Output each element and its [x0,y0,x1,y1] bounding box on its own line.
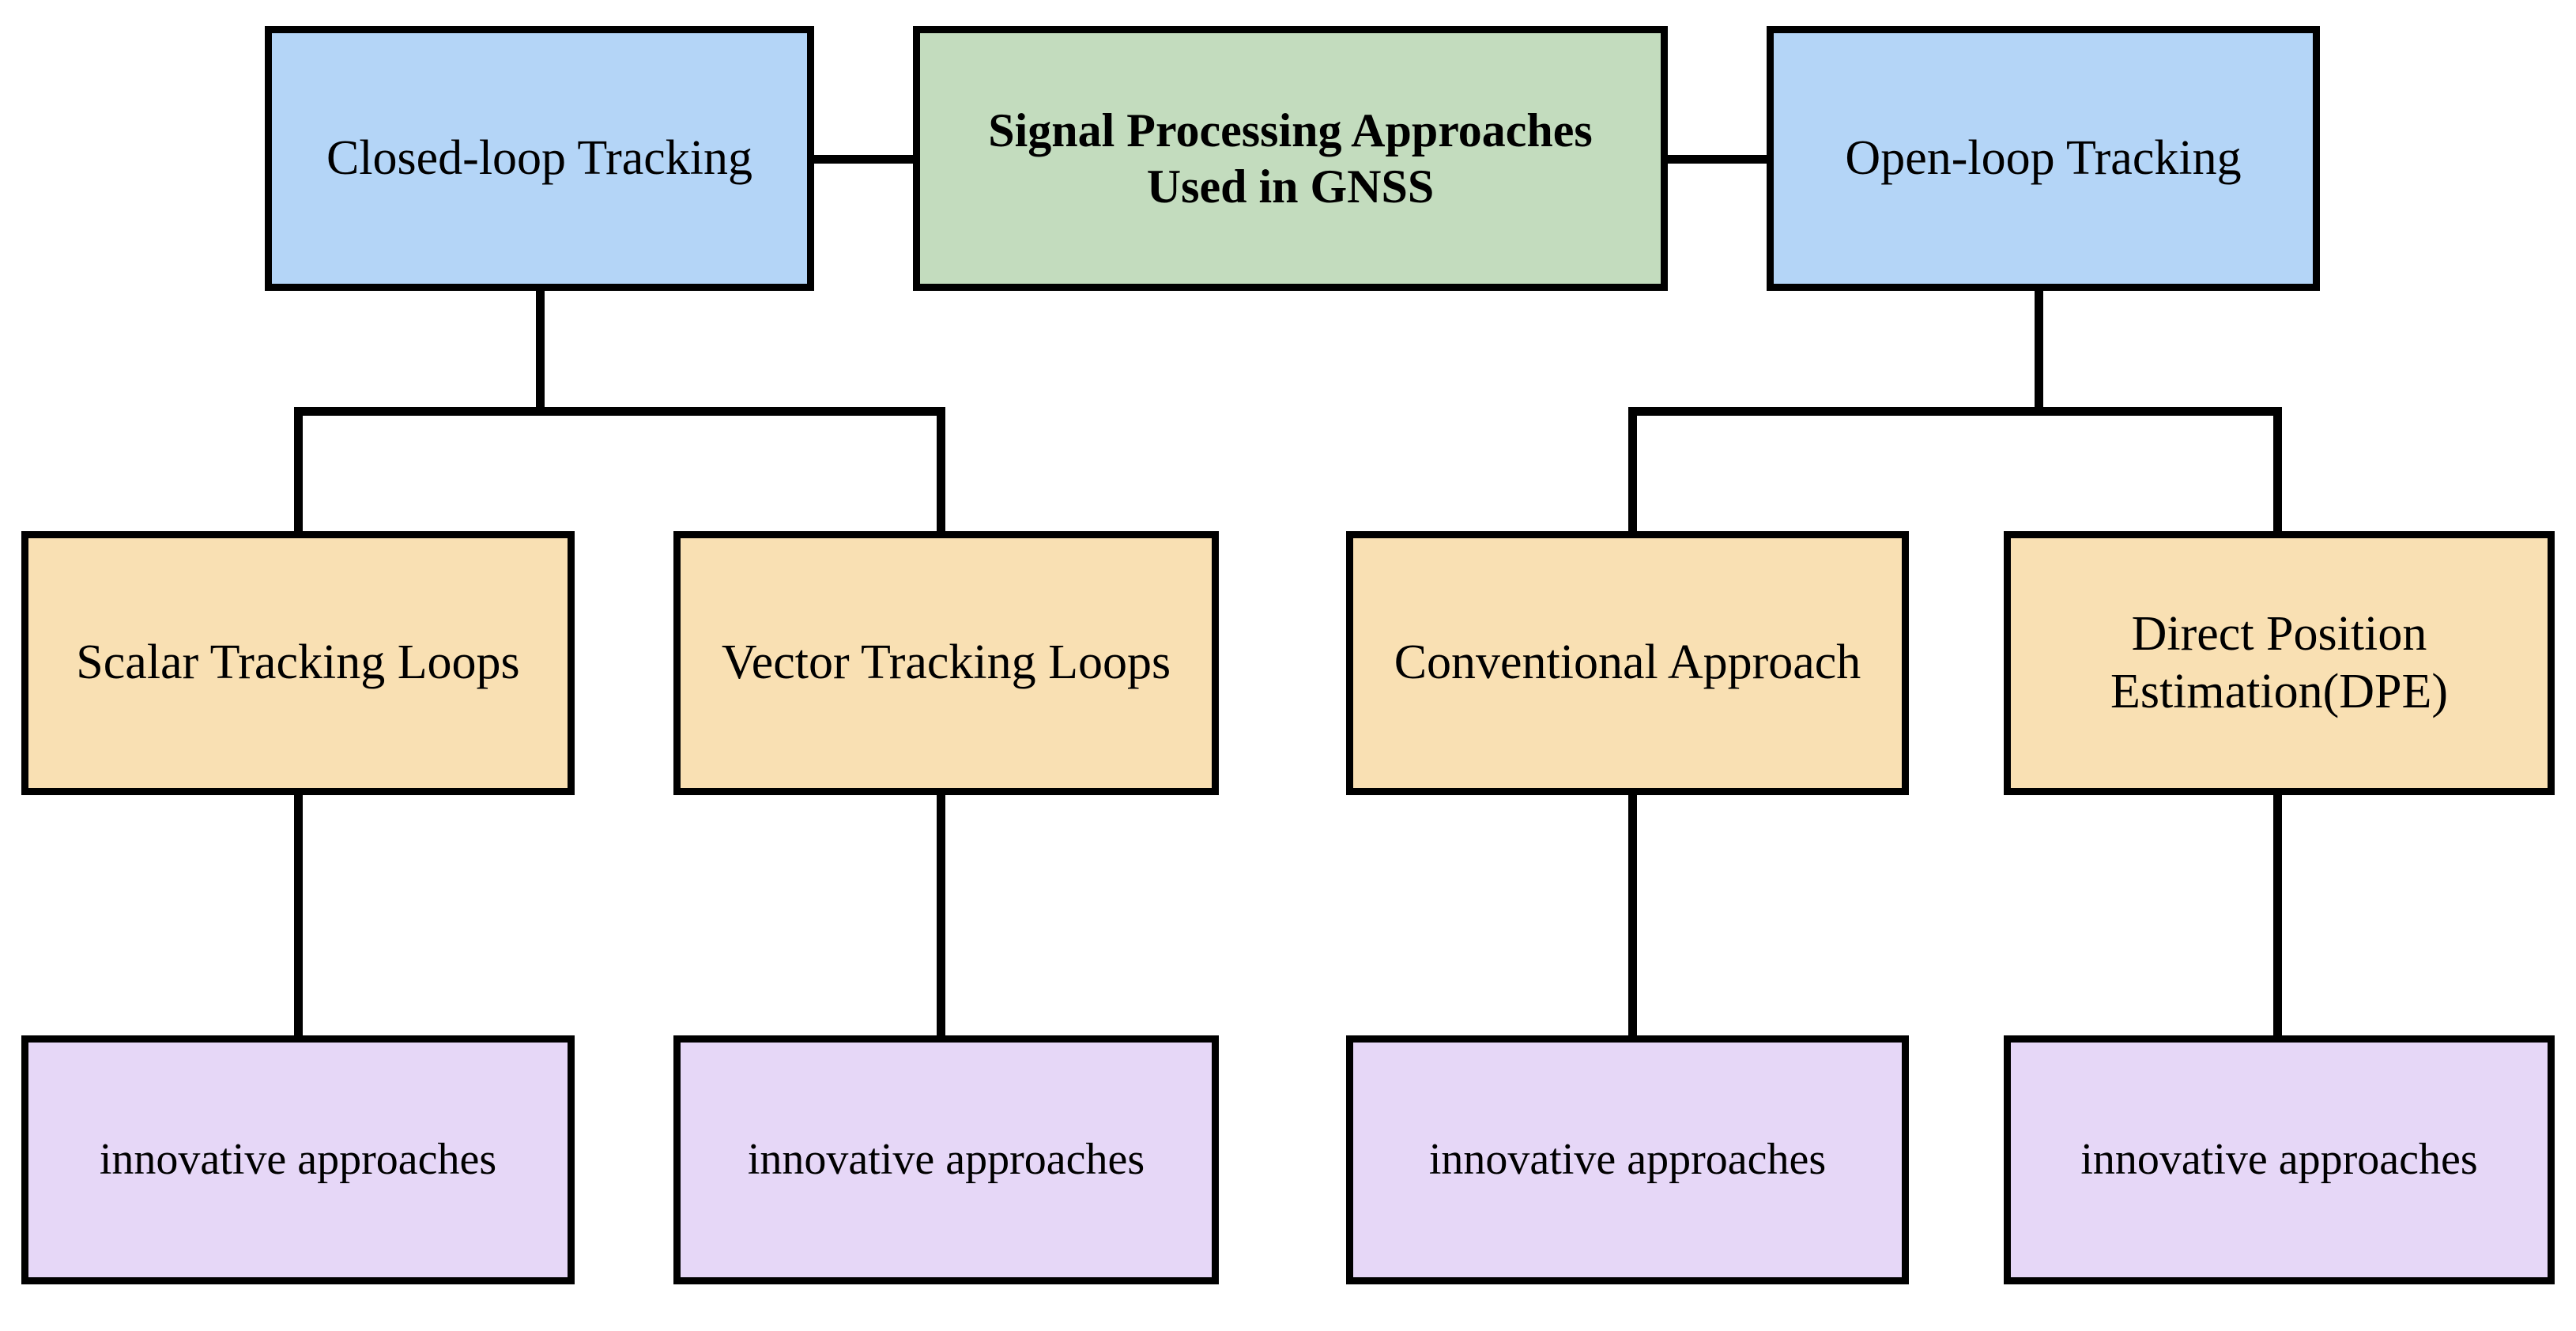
node-open-loop-tracking-label: Open-loop Tracking [1845,130,2242,185]
connector-open-loop-bus [1628,407,2282,416]
node-innovative-approaches-dpe[interactable]: innovative approaches [2004,1035,2555,1284]
node-scalar-tracking-loops-label: Scalar Tracking Loops [76,635,520,690]
connector-title-to-open-loop [1662,155,1773,164]
connector-closed-loop-stem [536,286,545,416]
node-conventional-approach-label: Conventional Approach [1394,635,1861,690]
node-scalar-tracking-loops[interactable]: Scalar Tracking Loops [21,531,575,795]
node-signal-processing-title[interactable]: Signal Processing Approaches Used in GNS… [913,26,1668,291]
connector-bus-to-vector [937,407,945,537]
connector-title-to-closed-loop [808,155,918,164]
node-open-loop-tracking[interactable]: Open-loop Tracking [1767,26,2320,291]
node-vector-tracking-loops[interactable]: Vector Tracking Loops [673,531,1219,795]
node-closed-loop-tracking[interactable]: Closed-loop Tracking [265,26,814,291]
node-vector-tracking-loops-label: Vector Tracking Loops [721,635,1171,690]
node-direct-position-estimation-label: Direct Position Estimation(DPE) [2110,606,2449,718]
node-innovative-approaches-conventional-label: innovative approaches [1428,1135,1827,1185]
connector-closed-loop-bus [294,407,945,416]
node-innovative-approaches-conventional[interactable]: innovative approaches [1346,1035,1909,1284]
connector-bus-to-conventional [1628,407,1637,537]
connector-conventional-to-leaf [1628,786,1637,1041]
connector-bus-to-scalar [294,407,303,537]
node-innovative-approaches-vector-label: innovative approaches [747,1135,1145,1185]
node-conventional-approach[interactable]: Conventional Approach [1346,531,1909,795]
connector-scalar-to-leaf [294,786,303,1041]
node-signal-processing-title-label: Signal Processing Approaches Used in GNS… [988,104,1593,213]
node-innovative-approaches-dpe-label: innovative approaches [2080,1135,2478,1185]
connector-dpe-to-leaf [2273,786,2282,1041]
node-innovative-approaches-scalar-label: innovative approaches [99,1135,497,1185]
node-closed-loop-tracking-label: Closed-loop Tracking [326,130,753,185]
node-direct-position-estimation[interactable]: Direct Position Estimation(DPE) [2004,531,2555,795]
connector-open-loop-stem [2035,286,2043,416]
connector-vector-to-leaf [937,786,945,1041]
node-innovative-approaches-scalar[interactable]: innovative approaches [21,1035,575,1284]
node-innovative-approaches-vector[interactable]: innovative approaches [673,1035,1219,1284]
connector-bus-to-dpe [2273,407,2282,537]
